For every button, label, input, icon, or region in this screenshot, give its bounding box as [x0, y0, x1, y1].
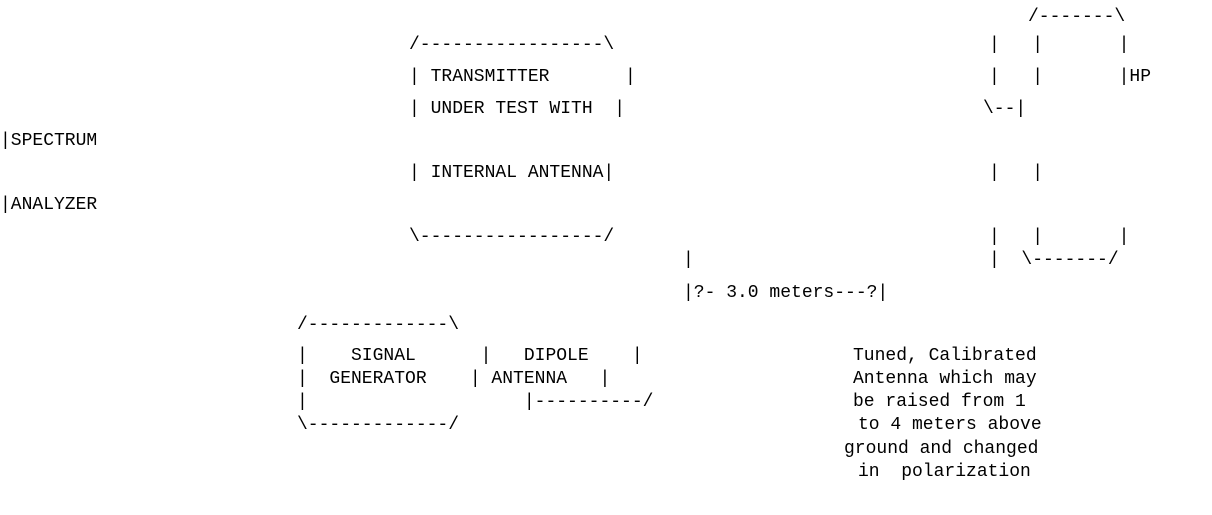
transmitter-stem: |	[683, 250, 694, 270]
analyzer-label: |ANALYZER	[0, 195, 98, 215]
antenna-line-3: | | |HP	[989, 67, 1152, 87]
antenna-line-2: | | |	[989, 35, 1130, 55]
generator-box-bottom: \-------------/	[297, 415, 460, 435]
antenna-note-line6: in polarization	[858, 462, 1031, 482]
antenna-top: /-------\	[1028, 7, 1126, 27]
antenna-note-line2: Antenna which may	[853, 369, 1037, 389]
transmitter-box-top: /-----------------\	[409, 35, 615, 55]
generator-row-3: | |----------/	[297, 392, 654, 412]
antenna-line-4: \--|	[983, 99, 1027, 119]
transmitter-label-line2: | UNDER TEST WITH |	[409, 99, 626, 119]
antenna-line-6: | | |	[989, 227, 1130, 247]
generator-box-top: /-------------\	[297, 315, 460, 335]
generator-row-2: | GENERATOR | ANTENNA |	[297, 369, 611, 389]
transmitter-label-line1: | TRANSMITTER |	[409, 67, 636, 87]
antenna-note-line1: Tuned, Calibrated	[853, 346, 1037, 366]
antenna-note-line5: ground and changed	[844, 439, 1039, 459]
transmitter-box-bottom: \-----------------/	[409, 227, 615, 247]
antenna-line-7: | \-------/	[989, 250, 1119, 270]
antenna-note-line3: be raised from 1	[853, 392, 1026, 412]
spectrum-label: |SPECTRUM	[0, 131, 98, 151]
generator-row-1: | SIGNAL | DIPOLE |	[297, 346, 643, 366]
distance-label: |?- 3.0 meters---?|	[683, 283, 889, 303]
antenna-note-line4: to 4 meters above	[858, 415, 1042, 435]
transmitter-label-line3: | INTERNAL ANTENNA|	[409, 163, 615, 183]
antenna-line-5: | |	[989, 163, 1044, 183]
